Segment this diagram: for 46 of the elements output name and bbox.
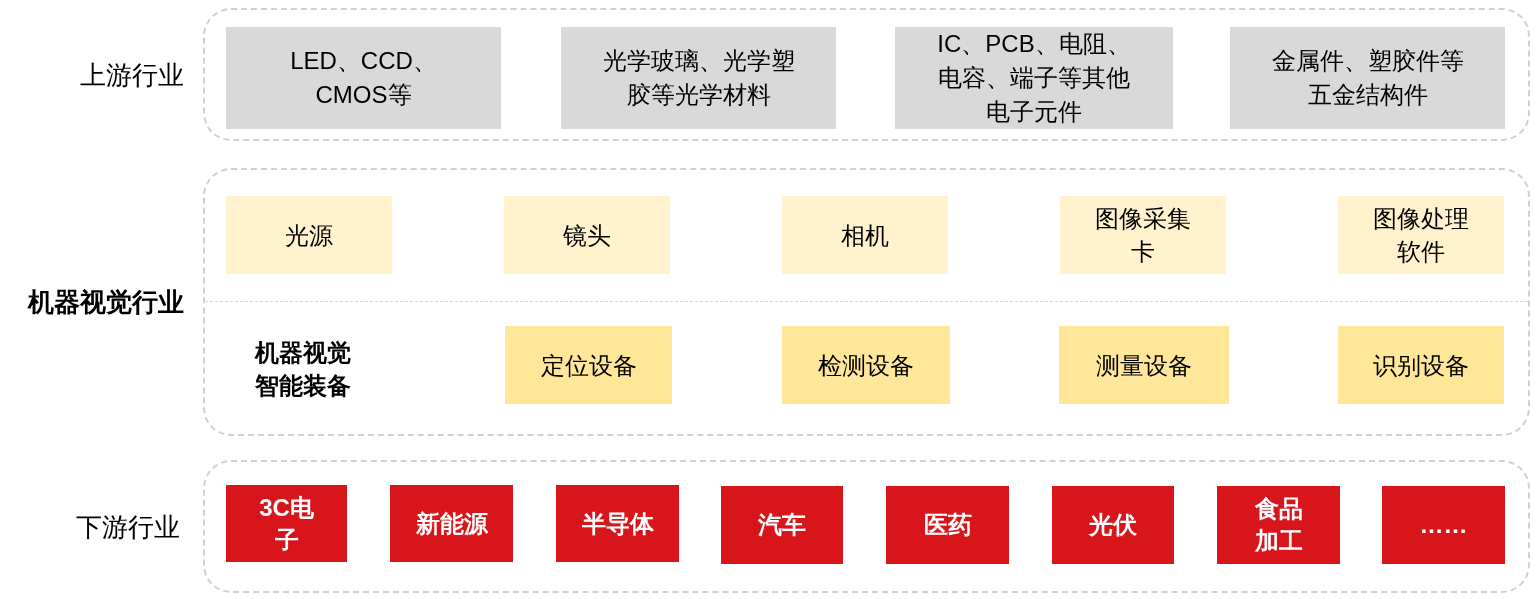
category-box [782,196,948,274]
category-box [226,196,392,274]
category-box [1059,326,1229,404]
category-box [886,486,1009,564]
box-text: 识别设备 [1373,350,1469,381]
category-box [1382,486,1505,564]
category-box [721,486,843,564]
category-box [226,485,347,562]
box-text: 金属件、塑胶件等五金结构件 [1270,46,1465,110]
box-text: 光伏 [1089,510,1137,540]
box-text: 测量设备 [1096,350,1192,381]
category-box [1060,196,1226,274]
box-text: 图像处理软件 [1372,204,1470,267]
box-text: IC、PCB、电阻、电容、端子等其他电子元件 [936,29,1132,127]
box-text: LED、CCD、CMOS等 [289,46,438,110]
category-box [782,326,950,404]
row-title: 机器视觉智能装备 [255,338,352,401]
category-box [226,27,501,129]
category-box [895,27,1173,129]
box-text: 相机 [841,220,889,251]
box-text: 检测设备 [818,350,914,381]
box-text: 新能源 [415,508,488,539]
category-box [1230,27,1505,129]
category-box [504,196,670,274]
category-box [1338,326,1504,404]
category-box [505,326,672,404]
box-text: 食品加工 [1253,494,1304,556]
layer-title: 机器视觉行业 [28,287,184,317]
box-text: 半导体 [581,508,654,539]
layer-title: 上游行业 [80,59,184,90]
layer-title: 下游行业 [76,511,180,542]
box-text: 汽车 [758,510,806,540]
category-box [1338,196,1504,274]
box-text: …… [1419,510,1468,540]
box-text: 3C电子 [258,492,315,555]
box-text: 定位设备 [540,350,637,381]
category-box [1052,486,1174,564]
category-box [556,485,679,562]
box-text: 镜头 [563,220,611,251]
box-text: 光学玻璃、光学塑胶等光学材料 [601,46,796,110]
category-box [1217,486,1340,564]
category-box [390,485,513,562]
box-text: 医药 [923,510,972,540]
box-text: 光源 [285,220,333,251]
category-box [561,27,836,129]
box-text: 图像采集卡 [1094,204,1192,267]
